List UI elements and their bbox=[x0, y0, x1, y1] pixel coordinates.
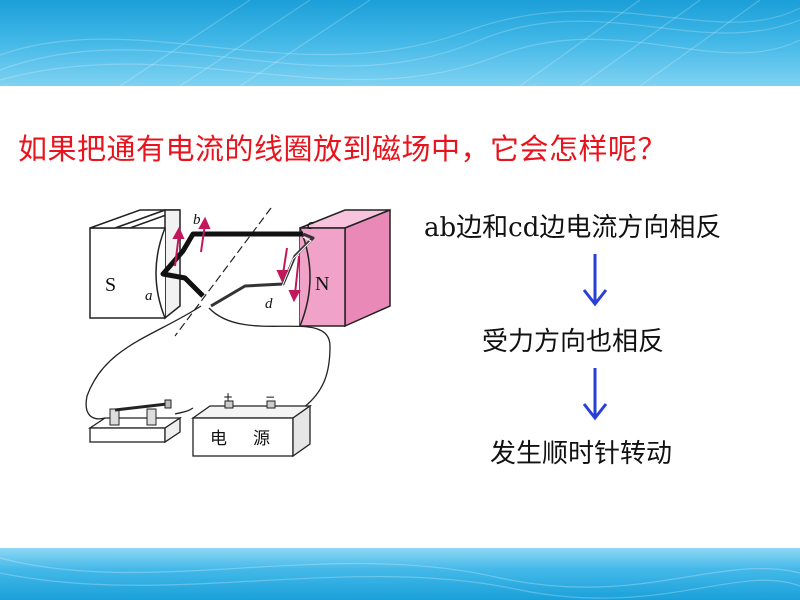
rotation-axis bbox=[174, 207, 272, 337]
label-c: c bbox=[307, 217, 314, 233]
wire-right bbox=[208, 307, 331, 409]
slide-question: 如果把通有电流的线圈放到磁场中，它会怎样呢？ bbox=[18, 132, 668, 166]
power-label-char-1: 电 bbox=[210, 429, 227, 449]
coil-side-ab bbox=[160, 231, 303, 298]
label-a: a bbox=[145, 288, 153, 304]
magnet-n-label: N bbox=[315, 273, 329, 295]
magnet-s-label: S bbox=[105, 274, 116, 296]
power-minus-sign: − bbox=[265, 390, 275, 404]
force-arrows bbox=[172, 216, 301, 303]
explanation-step-2: 受力方向也相反 bbox=[482, 327, 665, 357]
power-supply bbox=[190, 400, 313, 458]
knife-switch bbox=[87, 399, 183, 444]
label-b: b bbox=[193, 212, 201, 228]
label-d: d bbox=[265, 296, 273, 312]
footer-band bbox=[0, 548, 800, 600]
header-band bbox=[0, 0, 800, 86]
explanation-step-3: 发生顺时针转动 bbox=[490, 439, 673, 469]
wire-left bbox=[85, 305, 202, 420]
power-label-char-2: 源 bbox=[253, 429, 270, 449]
explanation-step-1: ab边和cd边电流方向相反 bbox=[424, 213, 722, 243]
footer-band-pattern bbox=[0, 557, 800, 599]
down-arrow-icon bbox=[582, 368, 608, 421]
magnet-s bbox=[89, 209, 181, 320]
header-band-pattern bbox=[0, 0, 800, 86]
down-arrow-icon bbox=[582, 254, 608, 307]
magnet-n bbox=[299, 208, 391, 328]
power-plus-sign: + bbox=[223, 390, 233, 404]
coil-in-magnetic-field-diagram: S N a b c d bbox=[85, 207, 391, 458]
